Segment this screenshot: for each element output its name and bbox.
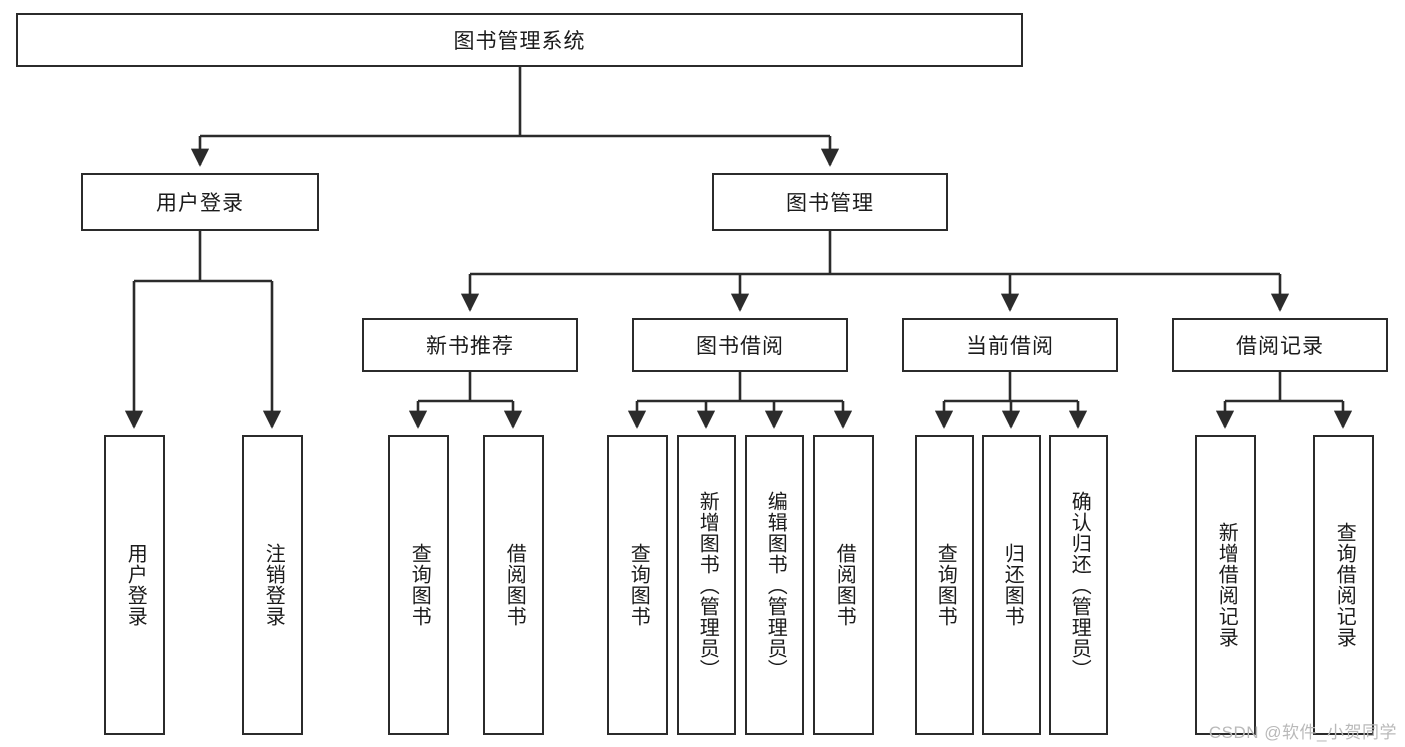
node-leaf-query-book-rec-label: 查询图书: [408, 543, 431, 627]
node-leaf-user-login[interactable]: 用户登录: [104, 435, 165, 735]
node-leaf-borrow-book[interactable]: 借阅图书: [813, 435, 874, 735]
node-leaf-confirm-return[interactable]: 确认归还（管理员）: [1049, 435, 1108, 735]
node-book-borrow-label: 图书借阅: [696, 335, 784, 358]
node-leaf-query-record-label: 查询借阅记录: [1333, 522, 1356, 648]
node-leaf-query-record[interactable]: 查询借阅记录: [1313, 435, 1374, 735]
node-borrow-record-label: 借阅记录: [1236, 335, 1324, 358]
node-new-book-recommend[interactable]: 新书推荐: [362, 318, 578, 372]
node-book-borrow[interactable]: 图书借阅: [632, 318, 848, 372]
node-leaf-user-login-label: 用户登录: [124, 543, 147, 627]
node-book-manage[interactable]: 图书管理: [712, 173, 948, 231]
node-leaf-query-book-borrow-label: 查询图书: [627, 543, 650, 627]
node-current-borrow[interactable]: 当前借阅: [902, 318, 1118, 372]
node-root-label: 图书管理系统: [453, 30, 586, 53]
node-leaf-return-book-label: 归还图书: [1001, 543, 1024, 627]
node-leaf-add-book-label: 新增图书（管理员）: [696, 490, 719, 680]
node-borrow-record[interactable]: 借阅记录: [1172, 318, 1388, 372]
node-leaf-return-book[interactable]: 归还图书: [982, 435, 1041, 735]
node-book-manage-label: 图书管理: [786, 192, 874, 215]
node-leaf-edit-book[interactable]: 编辑图书（管理员）: [745, 435, 804, 735]
node-leaf-edit-book-label: 编辑图书（管理员）: [764, 490, 787, 680]
node-leaf-borrow-book-rec[interactable]: 借阅图书: [483, 435, 544, 735]
node-leaf-borrow-book-label: 借阅图书: [833, 543, 856, 627]
node-root[interactable]: 图书管理系统: [16, 13, 1023, 67]
node-user-login-label: 用户登录: [156, 192, 244, 215]
csdn-watermark: CSDN @软件_小贺同学: [1208, 723, 1397, 742]
node-leaf-borrow-book-rec-label: 借阅图书: [503, 543, 526, 627]
node-leaf-add-record-label: 新增借阅记录: [1215, 522, 1238, 648]
node-leaf-logout[interactable]: 注销登录: [242, 435, 303, 735]
node-leaf-query-book-rec[interactable]: 查询图书: [388, 435, 449, 735]
node-new-book-recommend-label: 新书推荐: [426, 335, 514, 358]
node-leaf-confirm-return-label: 确认归还（管理员）: [1068, 490, 1091, 680]
node-leaf-query-book-borrow[interactable]: 查询图书: [607, 435, 668, 735]
node-leaf-logout-label: 注销登录: [262, 543, 285, 627]
node-leaf-query-book-cur[interactable]: 查询图书: [915, 435, 974, 735]
node-current-borrow-label: 当前借阅: [966, 335, 1054, 358]
node-leaf-add-record[interactable]: 新增借阅记录: [1195, 435, 1256, 735]
node-leaf-query-book-cur-label: 查询图书: [934, 543, 957, 627]
node-leaf-add-book[interactable]: 新增图书（管理员）: [677, 435, 736, 735]
node-user-login[interactable]: 用户登录: [81, 173, 319, 231]
